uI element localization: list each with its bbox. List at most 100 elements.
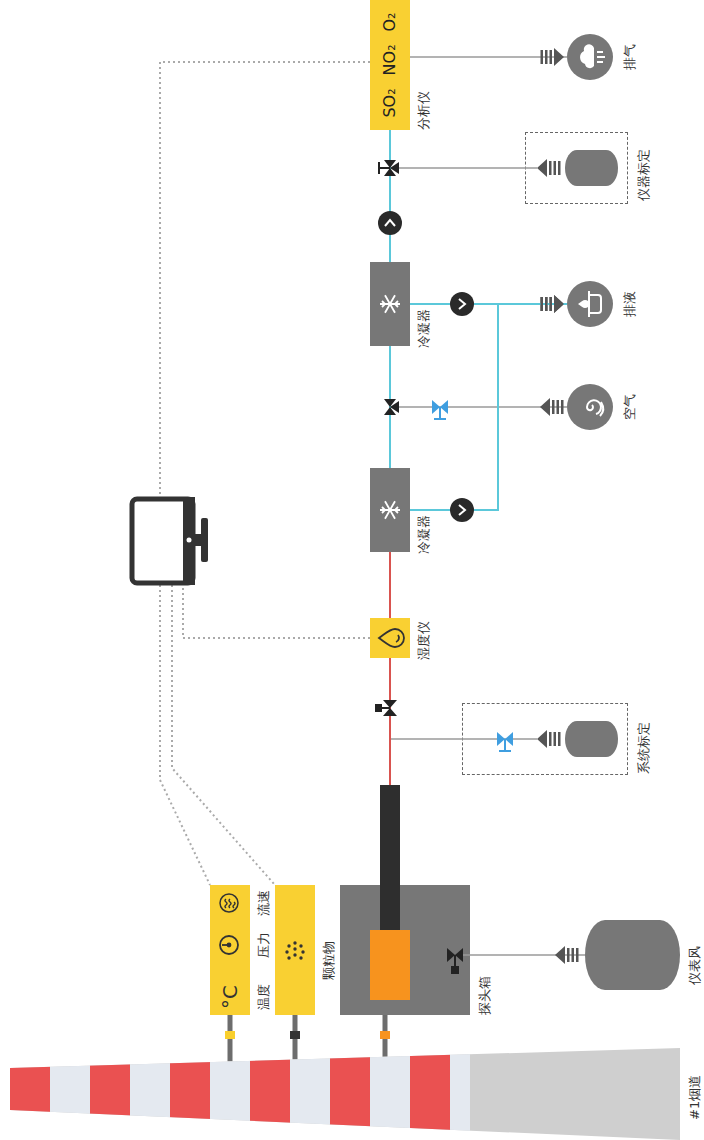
label-holder: 系统标定 (633, 722, 652, 774)
sensor-flange (225, 1031, 235, 1039)
node-label: O₂ (380, 12, 399, 31)
snowflake-icon (380, 295, 400, 312)
pipe-line (390, 130, 525, 168)
node-label: 排液 (622, 291, 638, 317)
calibration-gas (497, 732, 505, 746)
calibration-gas (462, 738, 537, 740)
flow-arrow (550, 297, 553, 311)
pressure-icon (222, 944, 229, 946)
chimney-band (130, 1048, 170, 1140)
calibration-gas (525, 167, 537, 169)
node-label: 颗粒物 (321, 941, 337, 980)
line-valve (375, 700, 397, 716)
node-label: 分析仪 (416, 91, 432, 130)
pump-symbol (459, 505, 465, 515)
node-label: 流速 (256, 890, 272, 916)
pipe-line (410, 56, 567, 58)
air-valve (447, 948, 470, 974)
three-way-valve (384, 399, 399, 415)
line-valve (383, 700, 397, 708)
signal-wire (183, 585, 370, 638)
drain-icon (578, 300, 589, 308)
chimney-band (370, 1048, 410, 1140)
air-icon (587, 400, 603, 416)
calibration-gas (565, 150, 618, 186)
flow-arrow (554, 295, 564, 313)
pump-symbol (459, 299, 465, 309)
three-way-valve (379, 160, 399, 176)
node-label: 温度 (256, 984, 272, 1010)
sensor-flange (290, 1031, 300, 1039)
flow-arrow (541, 295, 565, 313)
particle-icon (293, 941, 296, 944)
label-holder: 探头箱 (474, 976, 493, 1015)
air-icon (587, 400, 603, 416)
pipe-line (410, 303, 567, 305)
pipe-connector (390, 346, 391, 468)
flow-icon (220, 894, 238, 912)
probe-parts (370, 930, 410, 1000)
air-tank: 仪表风 (585, 920, 680, 990)
flow-icon (225, 899, 235, 908)
manual-valve (440, 400, 448, 414)
monitor-chin (183, 497, 195, 585)
calibration-gas (505, 732, 513, 746)
air-source: 空气 (567, 384, 613, 430)
flow-arrow (540, 398, 550, 416)
flow-arrow (555, 946, 579, 964)
flow-arrow (540, 398, 564, 416)
pump-symbol (378, 211, 474, 522)
snowflake-icon (380, 501, 400, 518)
flue-chimney: #1烟道 (10, 1048, 680, 1140)
label-holder: 排气 (619, 44, 638, 70)
drain-outlet: 排液 (567, 281, 613, 327)
drain-icon (589, 291, 601, 317)
calibration-group: 仪器标定 (525, 132, 628, 204)
pressure-icon (228, 944, 231, 947)
three-way-valve (390, 162, 399, 174)
snowflake-icon (380, 295, 400, 518)
label-holder: 仪表风 (684, 946, 703, 985)
pipe-line (390, 346, 567, 407)
particle-icon (287, 944, 290, 947)
condenser: 冷凝器 (370, 468, 410, 552)
three-way-valve (378, 162, 380, 174)
pipe-connector (390, 130, 391, 262)
calibration-gas (537, 159, 547, 177)
pipe-line (228, 1015, 233, 1061)
three-way-valve (379, 167, 390, 169)
particle-icon (301, 950, 304, 953)
flow-arrow (572, 948, 575, 962)
text-row: SO₂NO₂O₂ (370, 0, 410, 130)
calibration-gas (537, 159, 561, 177)
label-holder: 压力 (253, 932, 272, 958)
node-label: 仪表风 (687, 946, 703, 985)
line-valve (383, 708, 397, 716)
probe-parts (370, 785, 410, 1000)
flow-arrow (567, 948, 570, 962)
calibration-gas (525, 150, 618, 186)
particle-icon (293, 953, 296, 956)
calibration-gas (462, 721, 618, 757)
flow-arrow (554, 48, 564, 66)
pressure-icon (220, 936, 238, 954)
monitor-icon (132, 497, 208, 585)
signal-wire (160, 585, 210, 885)
pipe-line (389, 658, 391, 885)
pump-symbol (450, 498, 474, 522)
pipe-connector (390, 658, 462, 739)
calibration-gas (537, 730, 547, 748)
pipe-connector (410, 48, 567, 66)
chimney-band (50, 1048, 90, 1140)
flow-arrow (557, 400, 560, 414)
chimney-band (210, 1048, 250, 1140)
pipe-connector (410, 295, 567, 510)
three-way-valve (384, 399, 396, 407)
calibration-gas (565, 721, 618, 757)
pipe-line (410, 304, 567, 510)
exhaust-outlet: 排气 (567, 34, 613, 80)
probe-box: 探头箱 (340, 885, 470, 1015)
condenser: 冷凝器 (370, 262, 410, 346)
pipe-connector (295, 1015, 296, 1060)
